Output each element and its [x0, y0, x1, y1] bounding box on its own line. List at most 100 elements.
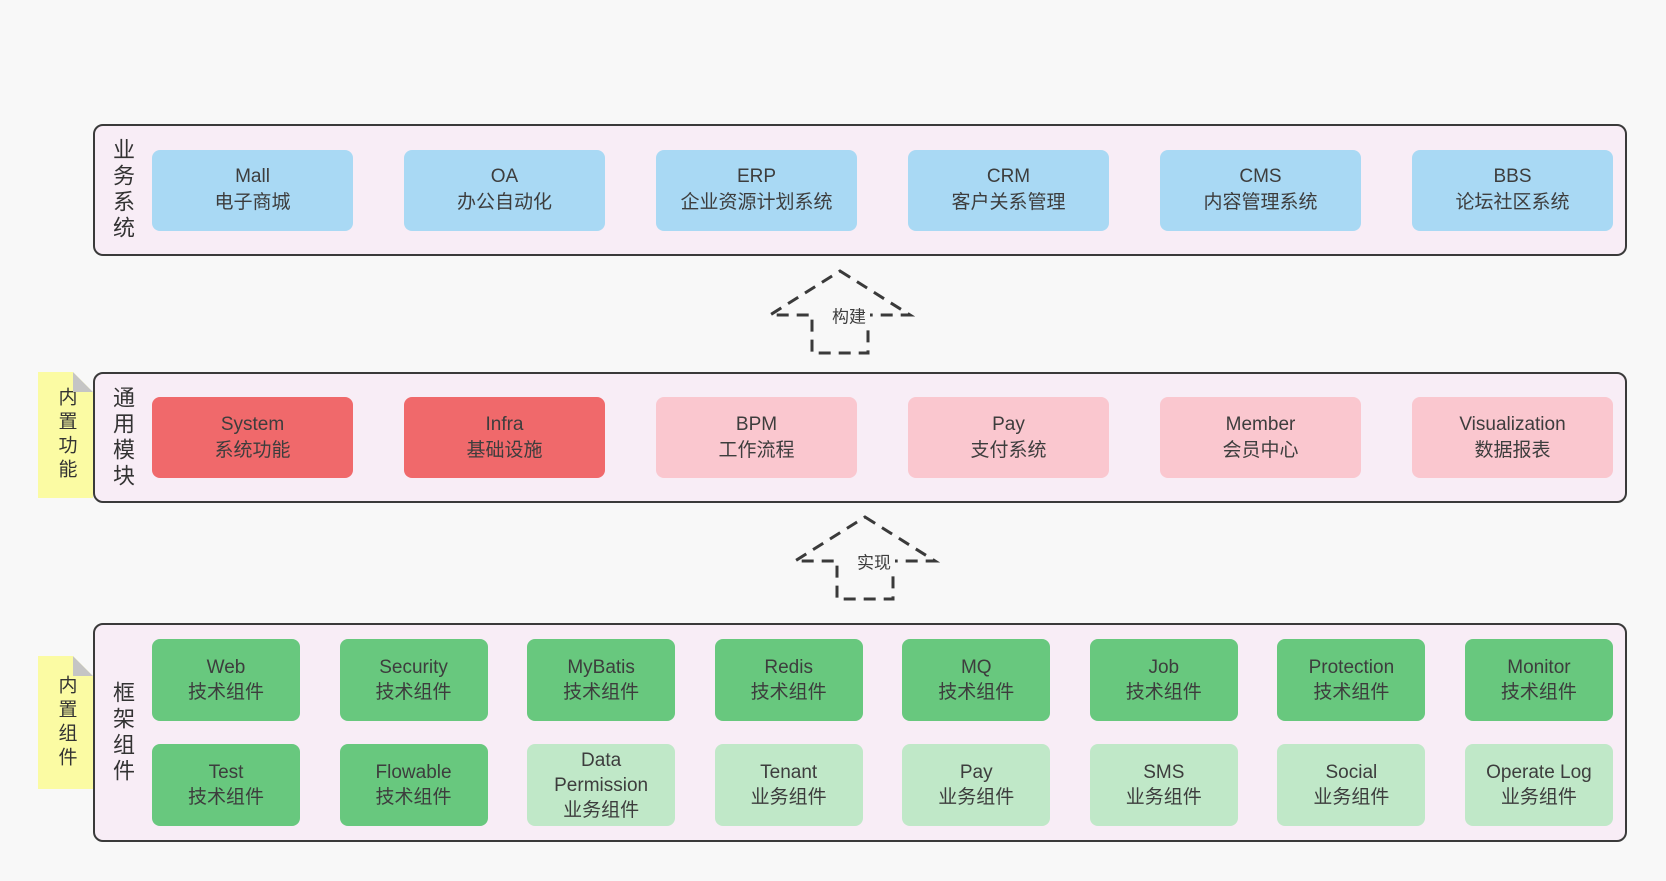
- arrow-build-label: 构建: [828, 300, 870, 330]
- box-mall: Mall 电子商城: [152, 149, 353, 231]
- box-subtitle: 业务组件: [1125, 787, 1202, 808]
- box-subtitle: 客户关系管理: [951, 192, 1066, 213]
- arrow-implement-label: 实现: [853, 546, 895, 576]
- box-subtitle: 工作流程: [718, 439, 795, 461]
- box-subtitle: 技术组件: [1125, 682, 1202, 703]
- box-subtitle: 技术组件: [938, 682, 1015, 703]
- box-subtitle: 论坛社区系统: [1455, 192, 1570, 213]
- components-box-row-1: Web 技术组件 Security 技术组件 MyBatis 技术组件 Redi…: [152, 639, 1613, 721]
- box-title: BPM: [735, 413, 778, 435]
- box-cms: CMS 内容管理系统: [1160, 149, 1361, 231]
- layer-common-modules: 通用模块 System 系统功能 Infra 基础设施 BPM 工作流程 Pay…: [93, 372, 1627, 503]
- box-subtitle: 基础设施: [466, 439, 543, 461]
- layer-label-business-systems: 业务系统: [110, 138, 135, 242]
- arrow-build: 构建: [765, 268, 915, 356]
- box-security: Security 技术组件: [339, 639, 488, 721]
- box-title: MQ: [960, 657, 992, 678]
- box-web: Web 技术组件: [152, 639, 300, 721]
- box-bbs: BBS 论坛社区系统: [1412, 149, 1613, 231]
- components-box-row-2: Test 技术组件 Flowable 技术组件 Data Permission …: [152, 744, 1613, 826]
- box-tenant: Tenant 业务组件: [714, 744, 863, 826]
- box-title: Flowable: [375, 762, 452, 783]
- box-subtitle: 技术组件: [1500, 682, 1577, 703]
- box-title: Monitor: [1507, 657, 1571, 678]
- box-subtitle: 业务组件: [1313, 787, 1390, 808]
- box-monitor: Monitor 技术组件: [1464, 639, 1613, 721]
- box-erp: ERP 企业资源计划系统: [656, 149, 857, 231]
- box-title: Tenant: [760, 762, 818, 783]
- box-subtitle: 系统功能: [214, 439, 291, 461]
- box-title: Social: [1325, 762, 1378, 783]
- box-title: Protection: [1308, 657, 1395, 678]
- box-subtitle: 业务组件: [563, 799, 640, 821]
- box-title: System: [220, 413, 285, 435]
- box-title: Test: [208, 762, 244, 783]
- box-subtitle: 业务组件: [1500, 787, 1577, 808]
- box-subtitle: 企业资源计划系统: [680, 192, 833, 213]
- box-title: Redis: [764, 657, 813, 678]
- box-title: BBS: [1493, 166, 1532, 187]
- box-title: Member: [1225, 413, 1296, 435]
- sticky-fold-corner-icon: [73, 656, 93, 676]
- box-subtitle: 技术组件: [563, 682, 640, 703]
- box-title: Job: [1148, 657, 1180, 678]
- box-test: Test 技术组件: [152, 744, 300, 826]
- box-sms: SMS 业务组件: [1089, 744, 1238, 826]
- box-mybatis: MyBatis 技术组件: [527, 639, 676, 721]
- business-box-row: Mall 电子商城 OA 办公自动化 ERP 企业资源计划系统 CRM 客户关系…: [152, 149, 1613, 231]
- box-title: CRM: [986, 166, 1031, 187]
- box-subtitle: 会员中心: [1222, 439, 1299, 461]
- layer-label-framework-components: 框架组件: [110, 680, 135, 785]
- box-title: Data Permission: [554, 749, 649, 796]
- box-subtitle: 技术组件: [1313, 682, 1390, 703]
- box-title: MyBatis: [567, 657, 635, 678]
- components-rows: Web 技术组件 Security 技术组件 MyBatis 技术组件 Redi…: [152, 639, 1613, 826]
- modules-box-row: System 系统功能 Infra 基础设施 BPM 工作流程 Pay 支付系统…: [152, 397, 1613, 478]
- box-title: CMS: [1239, 166, 1282, 187]
- box-subtitle: 技术组件: [187, 787, 264, 808]
- box-title: Pay: [959, 762, 993, 783]
- sticky-note-builtin-components: 内置组件: [38, 656, 93, 789]
- layer-label-common-modules: 通用模块: [110, 385, 135, 490]
- box-redis: Redis 技术组件: [714, 639, 863, 721]
- sticky-note-text: 内置组件: [55, 674, 77, 771]
- box-infra: Infra 基础设施: [404, 397, 605, 478]
- box-social: Social 业务组件: [1277, 744, 1426, 826]
- layer-business-systems: 业务系统 Mall 电子商城 OA 办公自动化 ERP 企业资源计划系统 CRM…: [93, 124, 1627, 256]
- box-subtitle: 业务组件: [750, 787, 827, 808]
- box-member: Member 会员中心: [1160, 397, 1361, 478]
- box-subtitle: 技术组件: [375, 682, 452, 703]
- box-subtitle: 技术组件: [750, 682, 827, 703]
- layer-framework-components: 框架组件 Web 技术组件 Security 技术组件 MyBatis 技术组件…: [93, 623, 1627, 842]
- box-title: Operate Log: [1486, 762, 1592, 783]
- box-title: Pay: [992, 413, 1025, 435]
- box-subtitle: 业务组件: [938, 787, 1015, 808]
- box-pay-component: Pay 业务组件: [902, 744, 1051, 826]
- box-oa: OA 办公自动化: [404, 149, 605, 231]
- box-title: Infra: [485, 413, 524, 435]
- box-subtitle: 办公自动化: [456, 192, 552, 213]
- box-system: System 系统功能: [152, 397, 353, 478]
- box-flowable: Flowable 技术组件: [339, 744, 488, 826]
- sticky-note-text: 内置功能: [55, 387, 77, 483]
- box-subtitle: 数据报表: [1474, 439, 1551, 461]
- box-title: Web: [206, 657, 246, 678]
- box-title: ERP: [736, 166, 777, 187]
- box-title: Mall: [235, 166, 270, 187]
- box-mq: MQ 技术组件: [902, 639, 1051, 721]
- box-data-permission: Data Permission 业务组件: [527, 744, 676, 826]
- box-pay-system: Pay 支付系统: [908, 397, 1109, 478]
- box-title: Visualization: [1459, 413, 1566, 435]
- box-crm: CRM 客户关系管理: [908, 149, 1109, 231]
- arrow-implement: 实现: [790, 514, 940, 602]
- box-subtitle: 技术组件: [375, 787, 452, 808]
- sticky-fold-corner-icon: [73, 372, 93, 392]
- box-bpm: BPM 工作流程: [656, 397, 857, 478]
- sticky-note-builtin-features: 内置功能: [38, 372, 93, 498]
- box-subtitle: 内容管理系统: [1203, 192, 1318, 213]
- box-protection: Protection 技术组件: [1277, 639, 1426, 721]
- box-operate-log: Operate Log 业务组件: [1464, 744, 1613, 826]
- box-subtitle: 支付系统: [970, 439, 1047, 461]
- box-job: Job 技术组件: [1089, 639, 1238, 721]
